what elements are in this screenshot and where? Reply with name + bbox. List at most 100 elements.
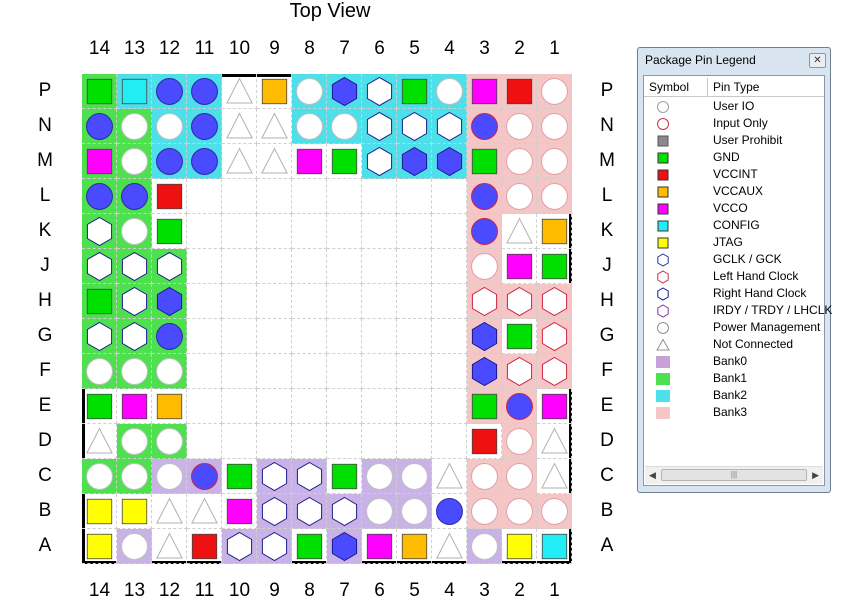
- user-io-pin[interactable]: [117, 354, 152, 389]
- not-connected-pin[interactable]: [257, 144, 292, 179]
- vccint-pin[interactable]: [502, 74, 537, 109]
- gnd-pin[interactable]: [502, 319, 537, 354]
- not-connected-pin[interactable]: [82, 424, 117, 459]
- clock-pin[interactable]: [257, 459, 292, 494]
- clock-pin[interactable]: [292, 459, 327, 494]
- gclk-pin[interactable]: [152, 284, 187, 319]
- user-io-pin[interactable]: [117, 144, 152, 179]
- user-io-pin[interactable]: [117, 424, 152, 459]
- user-io-pin[interactable]: [362, 494, 397, 529]
- user-io-pin[interactable]: [117, 179, 152, 214]
- user-io-pin[interactable]: [432, 74, 467, 109]
- vcco-pin[interactable]: [467, 74, 502, 109]
- vcco-pin[interactable]: [537, 389, 572, 424]
- config-pin[interactable]: [537, 529, 572, 564]
- clock-pin[interactable]: [537, 354, 572, 389]
- user-io-pin[interactable]: [537, 494, 572, 529]
- vccint-pin[interactable]: [187, 529, 222, 564]
- jtag-pin[interactable]: [82, 529, 117, 564]
- user-io-pin[interactable]: [187, 144, 222, 179]
- not-connected-pin[interactable]: [537, 424, 572, 459]
- user-io-pin[interactable]: [467, 109, 502, 144]
- user-io-pin[interactable]: [82, 179, 117, 214]
- clock-pin[interactable]: [117, 249, 152, 284]
- gnd-pin[interactable]: [537, 249, 572, 284]
- gnd-pin[interactable]: [292, 529, 327, 564]
- clock-pin[interactable]: [362, 109, 397, 144]
- user-io-pin[interactable]: [397, 494, 432, 529]
- gnd-pin[interactable]: [222, 459, 257, 494]
- vccaux-pin[interactable]: [152, 389, 187, 424]
- not-connected-pin[interactable]: [257, 109, 292, 144]
- user-io-pin[interactable]: [432, 494, 467, 529]
- user-io-pin[interactable]: [502, 494, 537, 529]
- user-io-pin[interactable]: [152, 319, 187, 354]
- clock-pin[interactable]: [152, 249, 187, 284]
- clock-pin[interactable]: [537, 284, 572, 319]
- user-io-pin[interactable]: [152, 74, 187, 109]
- user-io-pin[interactable]: [362, 459, 397, 494]
- user-io-pin[interactable]: [117, 214, 152, 249]
- user-io-pin[interactable]: [502, 389, 537, 424]
- user-io-pin[interactable]: [467, 179, 502, 214]
- user-io-pin[interactable]: [82, 109, 117, 144]
- scroll-left-arrow-icon[interactable]: ◀: [649, 470, 656, 480]
- gnd-pin[interactable]: [397, 74, 432, 109]
- clock-pin[interactable]: [82, 319, 117, 354]
- gclk-pin[interactable]: [327, 529, 362, 564]
- clock-pin[interactable]: [502, 284, 537, 319]
- clock-pin[interactable]: [82, 214, 117, 249]
- user-io-pin[interactable]: [537, 109, 572, 144]
- user-io-pin[interactable]: [467, 459, 502, 494]
- gclk-pin[interactable]: [432, 144, 467, 179]
- gnd-pin[interactable]: [327, 459, 362, 494]
- clock-pin[interactable]: [82, 249, 117, 284]
- vccint-pin[interactable]: [152, 179, 187, 214]
- user-io-pin[interactable]: [467, 529, 502, 564]
- user-io-pin[interactable]: [502, 109, 537, 144]
- vcco-pin[interactable]: [292, 144, 327, 179]
- jtag-pin[interactable]: [502, 529, 537, 564]
- gnd-pin[interactable]: [82, 74, 117, 109]
- clock-pin[interactable]: [537, 319, 572, 354]
- jtag-pin[interactable]: [82, 494, 117, 529]
- not-connected-pin[interactable]: [152, 494, 187, 529]
- user-io-pin[interactable]: [397, 459, 432, 494]
- not-connected-pin[interactable]: [432, 459, 467, 494]
- clock-pin[interactable]: [362, 74, 397, 109]
- legend-horizontal-scrollbar[interactable]: ◀ ||| ▶: [645, 466, 823, 484]
- gnd-pin[interactable]: [467, 389, 502, 424]
- user-io-pin[interactable]: [187, 74, 222, 109]
- package-pin-legend-window[interactable]: Package Pin Legend ✕ Symbol Pin Type Use…: [637, 47, 832, 493]
- user-io-pin[interactable]: [502, 179, 537, 214]
- vccaux-pin[interactable]: [257, 74, 292, 109]
- clock-pin[interactable]: [222, 529, 257, 564]
- user-io-pin[interactable]: [152, 424, 187, 459]
- clock-pin[interactable]: [397, 109, 432, 144]
- not-connected-pin[interactable]: [152, 529, 187, 564]
- vcco-pin[interactable]: [362, 529, 397, 564]
- vcco-pin[interactable]: [222, 494, 257, 529]
- user-io-pin[interactable]: [467, 214, 502, 249]
- not-connected-pin[interactable]: [502, 214, 537, 249]
- user-io-pin[interactable]: [82, 459, 117, 494]
- scroll-right-arrow-icon[interactable]: ▶: [812, 470, 819, 480]
- gnd-pin[interactable]: [82, 284, 117, 319]
- user-io-pin[interactable]: [117, 529, 152, 564]
- not-connected-pin[interactable]: [222, 109, 257, 144]
- user-io-pin[interactable]: [327, 109, 362, 144]
- vcco-pin[interactable]: [82, 144, 117, 179]
- not-connected-pin[interactable]: [537, 459, 572, 494]
- user-io-pin[interactable]: [467, 249, 502, 284]
- scrollbar-thumb[interactable]: |||: [661, 469, 807, 481]
- not-connected-pin[interactable]: [432, 529, 467, 564]
- clock-pin[interactable]: [467, 284, 502, 319]
- user-io-pin[interactable]: [82, 354, 117, 389]
- user-io-pin[interactable]: [117, 459, 152, 494]
- user-io-pin[interactable]: [187, 109, 222, 144]
- clock-pin[interactable]: [362, 144, 397, 179]
- legend-header-pin-type[interactable]: Pin Type: [713, 80, 760, 94]
- vccaux-pin[interactable]: [397, 529, 432, 564]
- gnd-pin[interactable]: [82, 389, 117, 424]
- user-io-pin[interactable]: [537, 179, 572, 214]
